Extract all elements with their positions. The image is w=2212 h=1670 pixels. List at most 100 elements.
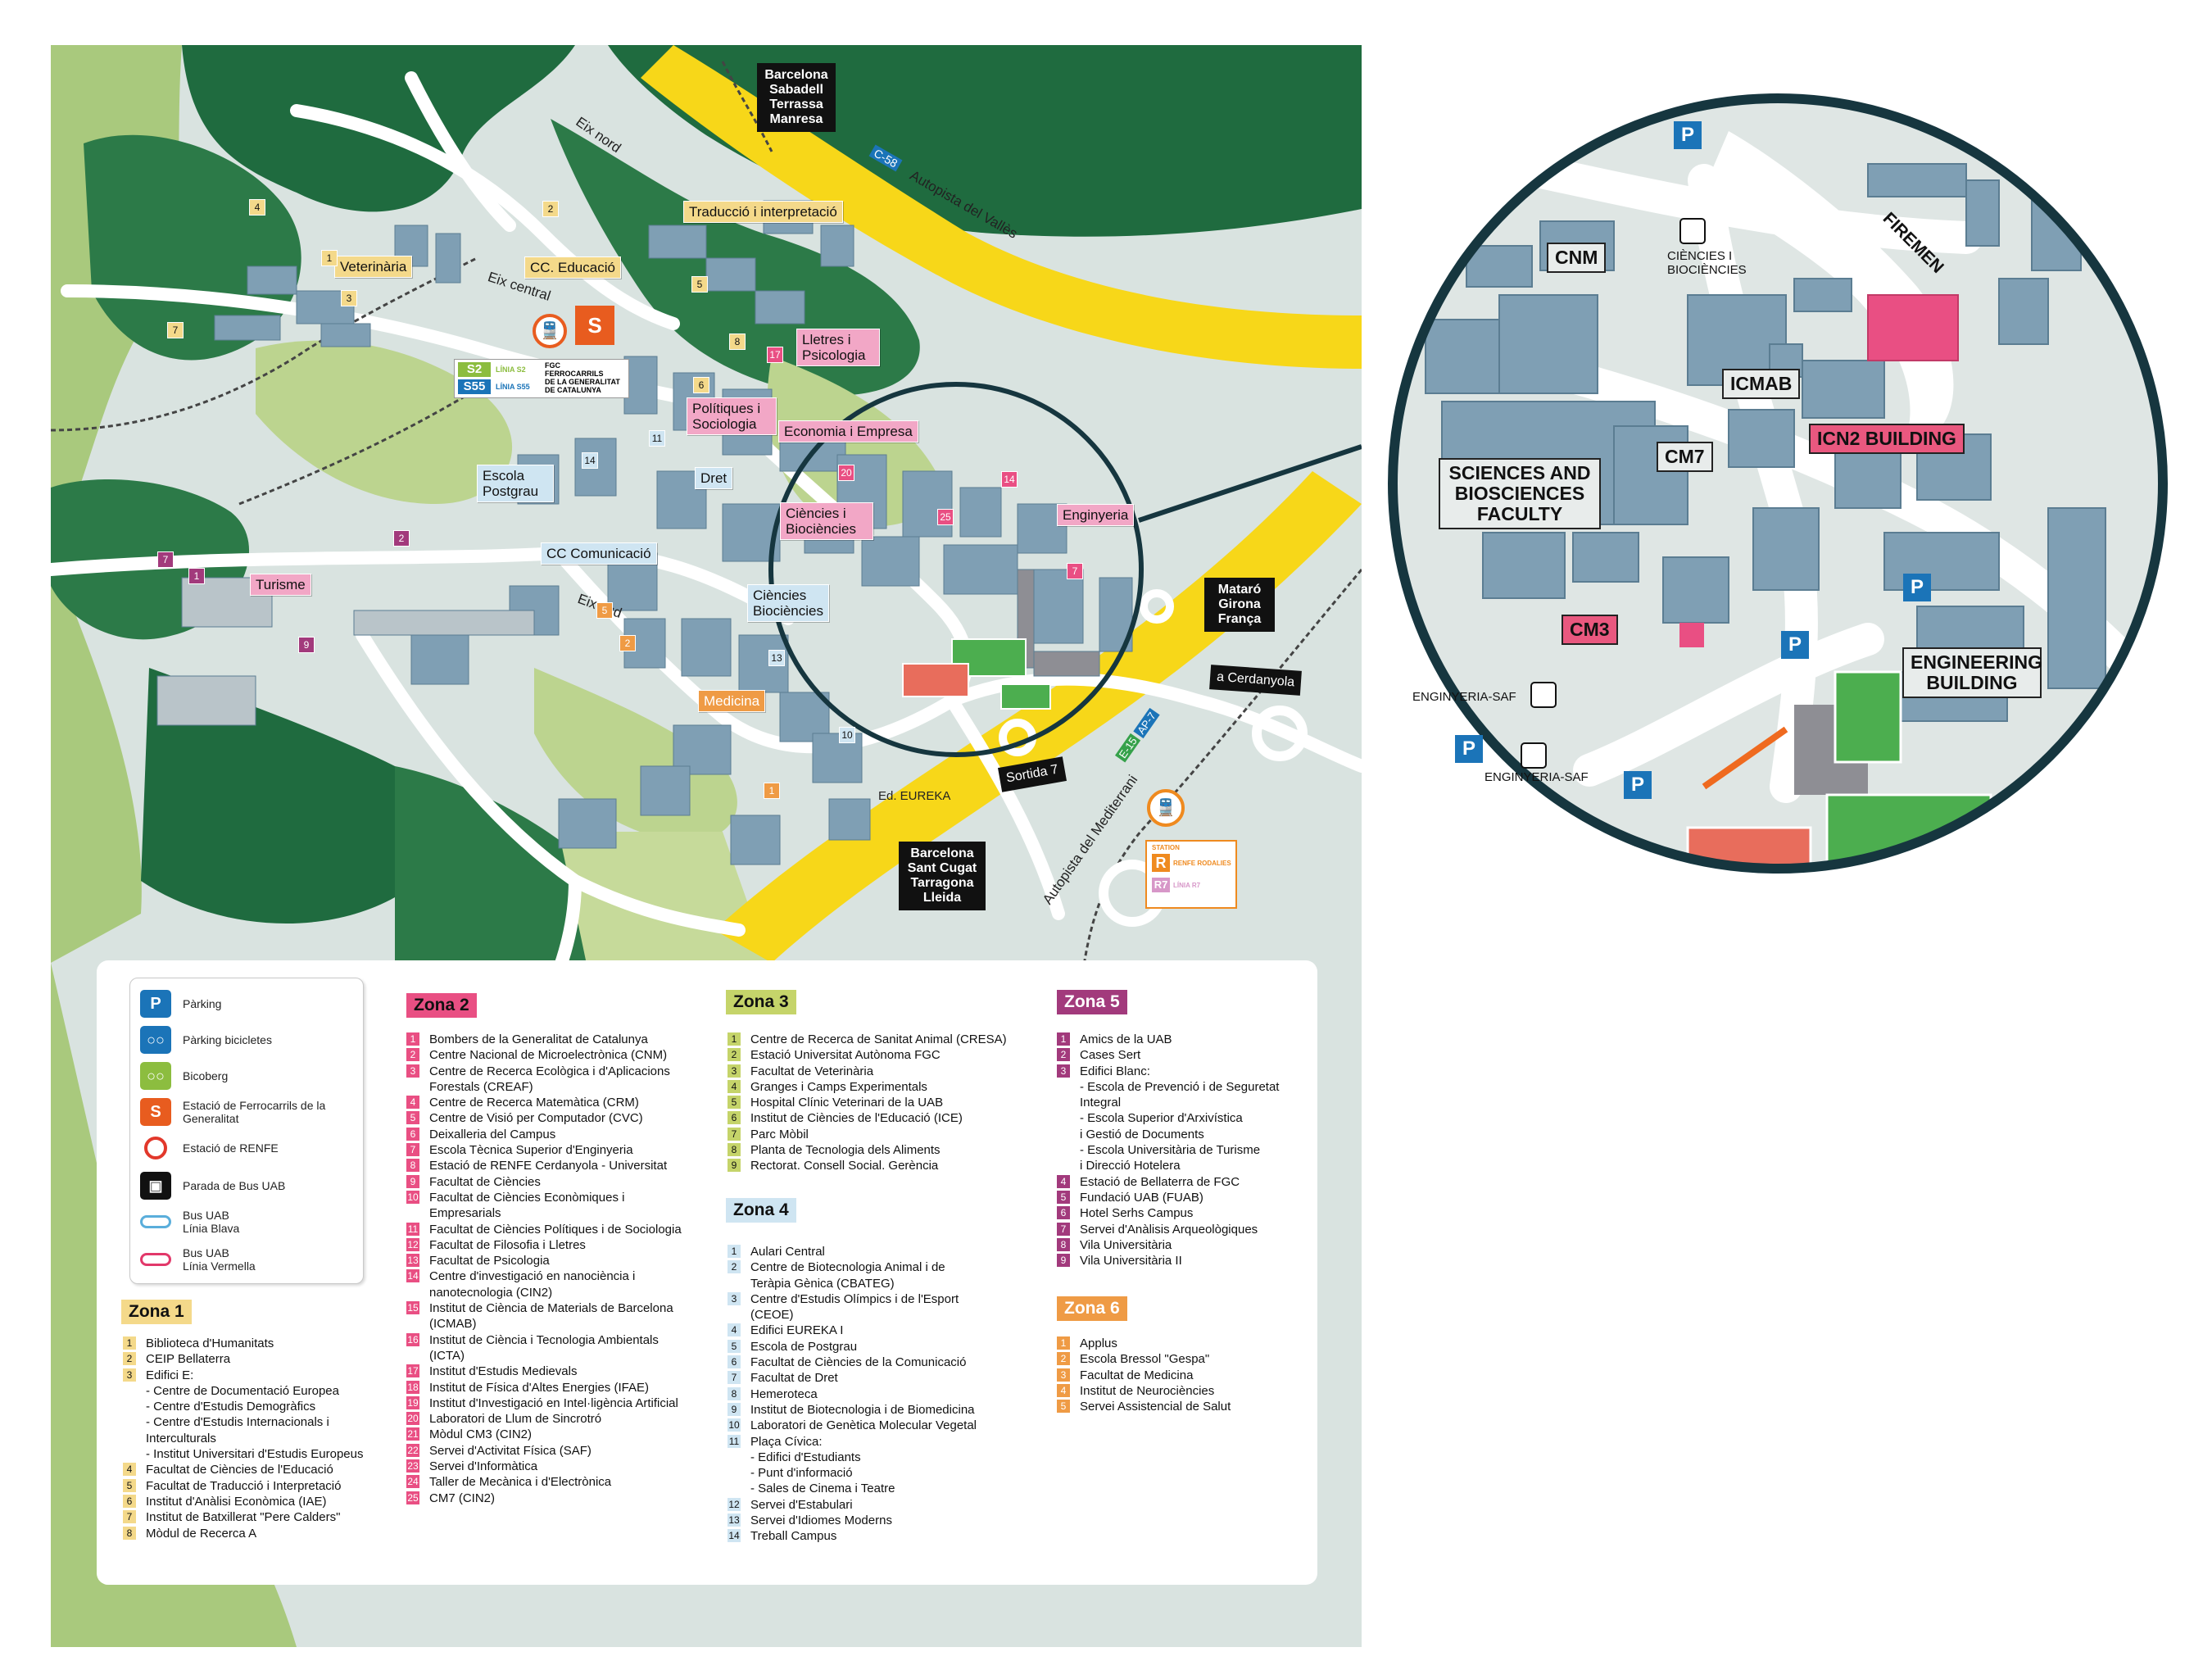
- inset-cnm[interactable]: CNM: [1547, 243, 1607, 273]
- inset-engineering-building[interactable]: ENGINEERING BUILDING: [1902, 647, 2042, 698]
- zona2-item-text: Facultat de Ciències Econòmiques i: [429, 1190, 625, 1205]
- zona6-item-number: 3: [1057, 1368, 1070, 1382]
- marker-z1-7[interactable]: 7: [167, 322, 184, 338]
- zona3-item-number: 5: [728, 1096, 741, 1110]
- marker-z5-7[interactable]: 7: [157, 551, 174, 568]
- marker-z1-8[interactable]: 8: [729, 334, 746, 350]
- marker-z2-20[interactable]: 20: [838, 465, 854, 481]
- zona1-item-number: 4: [123, 1463, 136, 1477]
- zona3-item-text: Estació Universitat Autònoma FGC: [750, 1048, 941, 1063]
- zona1-item-text: Facultat de Ciències de l'Educació: [146, 1463, 333, 1477]
- inset-bus-stop-saf1-icon[interactable]: [1530, 682, 1557, 708]
- zona3-item-number: 3: [728, 1064, 741, 1078]
- inset-icn2-building[interactable]: ICN2 BUILDING: [1809, 424, 1965, 454]
- fgc-station-box[interactable]: S2 LÍNIA S2 S55 LÍNIA S55 FGC FERROCARRI…: [454, 359, 629, 398]
- zona4-item-text: - Sales de Cinema i Teatre: [750, 1482, 895, 1496]
- zona2-item-text: Centre d'investigació en nanociència i: [429, 1269, 636, 1284]
- zona6-item-number: 4: [1057, 1383, 1070, 1397]
- zona6-item-number: 5: [1057, 1400, 1070, 1414]
- label-traduccio[interactable]: Traducció i interpretació: [683, 201, 843, 223]
- marker-z5-2[interactable]: 2: [393, 530, 410, 547]
- zona1-item-number: [123, 1432, 136, 1445]
- label-economia[interactable]: Economia i Empresa: [778, 420, 918, 442]
- label-cc-comunicacio[interactable]: CC Comunicació: [541, 542, 657, 565]
- marker-z1-3[interactable]: 3: [341, 290, 357, 306]
- blue-line-icon: [140, 1208, 171, 1236]
- label-escola-postgrau[interactable]: Escola Postgrau: [477, 465, 554, 502]
- zona5-item-number: [1057, 1080, 1070, 1093]
- zona2-item: nanotecnologia (CIN2): [406, 1285, 718, 1300]
- zona2-item-number: 8: [406, 1159, 419, 1173]
- marker-z4-11[interactable]: 11: [649, 430, 665, 447]
- zona4-item: - Punt d'informació: [728, 1465, 1039, 1481]
- label-medicina[interactable]: Medicina: [698, 690, 766, 712]
- inset-sciences-faculty[interactable]: SCIENCES AND BIOSCIENCES FACULTY: [1439, 458, 1601, 529]
- inset-parking-icon-2[interactable]: P: [1903, 574, 1931, 601]
- fgc-train-icon[interactable]: 🚆: [533, 314, 567, 348]
- zona5-item-text: Edifici Blanc:: [1080, 1064, 1150, 1078]
- marker-z2-25[interactable]: 25: [937, 509, 954, 525]
- marker-z4-14[interactable]: 14: [582, 452, 598, 469]
- marker-z1-4[interactable]: 4: [249, 199, 265, 216]
- campus-map[interactable]: Veterinària CC. Educació Traducció i int…: [51, 45, 1362, 1647]
- renfe-station-box[interactable]: STATION R RENFE RODALIES R7 LÍNIA R7: [1145, 840, 1237, 909]
- inset-bus-stop-saf2-icon[interactable]: [1521, 742, 1547, 769]
- marker-z2-14[interactable]: 14: [1001, 471, 1018, 488]
- zona2-item-text: Facultat de Ciències Polítiques i de Soc…: [429, 1222, 682, 1237]
- marker-z2-17[interactable]: 17: [767, 347, 783, 363]
- inset-parking-icon-5[interactable]: P: [1624, 771, 1652, 799]
- zona2-title: Zona 2: [406, 993, 477, 1018]
- zona2-item-text: CM7 (CIN2): [429, 1491, 496, 1505]
- marker-z1-6[interactable]: 6: [693, 377, 709, 393]
- label-veterinaria[interactable]: Veterinària: [334, 256, 413, 278]
- zona1-item: 4 Facultat de Ciències de l'Educació: [123, 1462, 401, 1477]
- zona2-item-number: [406, 1080, 419, 1093]
- zona5-item: - Escola Universitària de Turisme: [1057, 1142, 1319, 1158]
- label-turisme[interactable]: Turisme: [250, 574, 311, 596]
- inset-bus-stop-ciencies-icon[interactable]: [1679, 218, 1706, 244]
- label-politiques[interactable]: Polítiques i Sociologia: [687, 397, 777, 435]
- sign-east-1: Mataró: [1217, 583, 1262, 597]
- marker-z5-9[interactable]: 9: [298, 637, 315, 653]
- marker-z4-13[interactable]: 13: [768, 650, 785, 666]
- marker-z6-1[interactable]: 1: [764, 783, 780, 799]
- inset-icmab[interactable]: ICMAB: [1722, 369, 1801, 399]
- label-ciencies-biociencies[interactable]: Ciències i Biociències: [780, 502, 873, 540]
- marker-z1-1[interactable]: 1: [321, 250, 338, 266]
- renfe-train-icon[interactable]: 🚆: [1147, 789, 1185, 827]
- key-bus-label: Parada de Bus UAB: [183, 1179, 286, 1192]
- marker-z6-5[interactable]: 5: [596, 602, 613, 619]
- zona2-item-text: Deixalleria del Campus: [429, 1127, 556, 1141]
- parking-icon: P: [140, 990, 171, 1018]
- marker-z4-10[interactable]: 10: [839, 727, 855, 743]
- inset-parking-icon-3[interactable]: P: [1781, 631, 1809, 659]
- zona5-item-number: [1057, 1111, 1070, 1124]
- zona2-item-text: Empresarials: [429, 1206, 501, 1221]
- zona1-item: Interculturals: [123, 1431, 401, 1446]
- inset-cm7[interactable]: CM7: [1657, 442, 1713, 472]
- marker-z6-2[interactable]: 2: [619, 635, 636, 651]
- marker-z1-5[interactable]: 5: [691, 276, 708, 293]
- inset-parking-icon-4[interactable]: P: [1455, 735, 1483, 763]
- label-cc-educacio[interactable]: CC. Educació: [524, 256, 621, 279]
- label-lletres[interactable]: Lletres i Psicologia: [796, 329, 880, 366]
- marker-z1-2[interactable]: 2: [542, 201, 559, 217]
- label-enginyeria[interactable]: Enginyeria: [1057, 504, 1135, 526]
- zona2-item-text: Facultat de Ciències: [429, 1174, 541, 1189]
- inset-zoom[interactable]: CNM CIÈNCIES I BIOCIÈNCIES FIREMEN ICMAB…: [1344, 49, 2212, 918]
- inset-cm3[interactable]: CM3: [1562, 615, 1618, 645]
- marker-z2-7[interactable]: 7: [1067, 563, 1083, 579]
- inset-parking-icon-1[interactable]: P: [1674, 121, 1702, 149]
- label-ciencies-biociencies-blue[interactable]: Ciències Biociències: [747, 584, 829, 622]
- zona3-title: Zona 3: [726, 990, 796, 1014]
- marker-z5-1[interactable]: 1: [188, 568, 205, 584]
- label-dret[interactable]: Dret: [695, 467, 733, 489]
